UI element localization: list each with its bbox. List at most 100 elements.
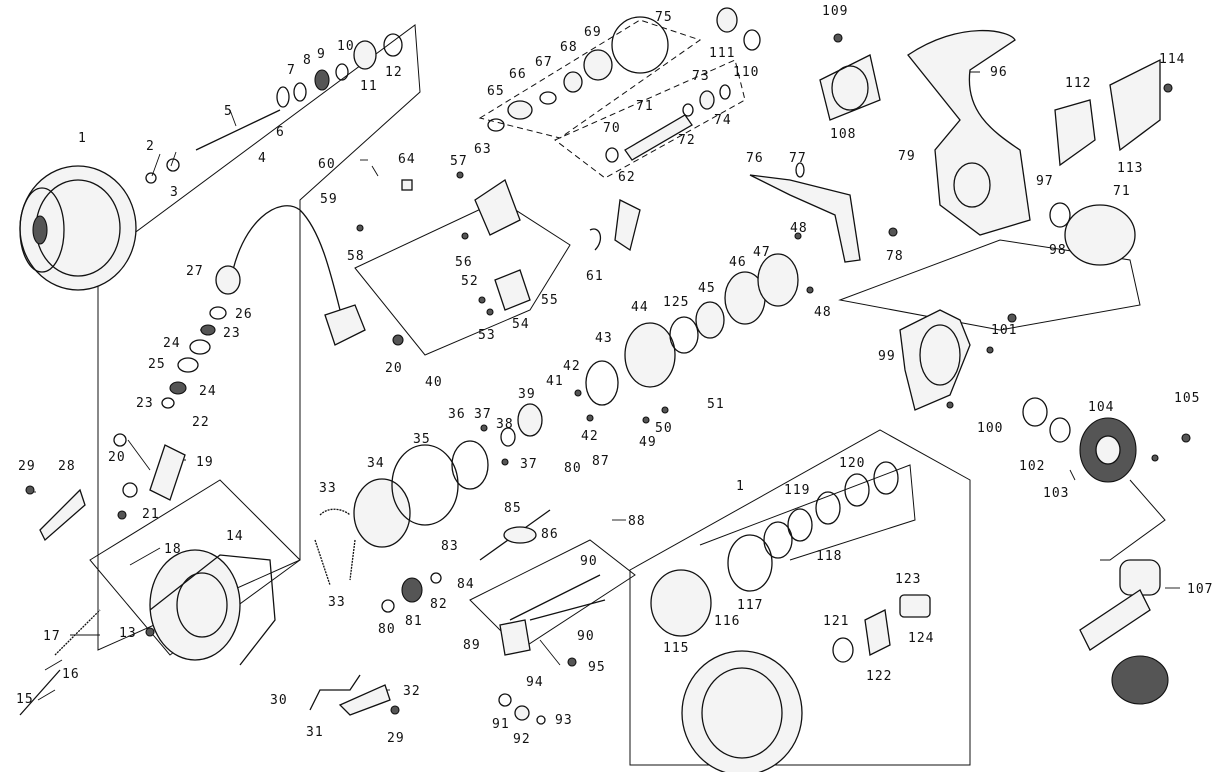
part-number-label: 103 xyxy=(1043,486,1069,501)
spare-spool-group-box xyxy=(629,429,971,766)
part-number-label: 34 xyxy=(367,456,385,471)
part-number-label: 108 xyxy=(830,127,856,142)
part-number-label: 115 xyxy=(663,641,689,656)
part-number-label: 35 xyxy=(413,432,431,447)
part-number-label: 20 xyxy=(385,361,403,376)
part-number-label: 33 xyxy=(319,481,337,496)
part-number-label: 76 xyxy=(746,151,764,166)
part-number-label: 58 xyxy=(347,249,365,264)
part-number-label: 59 xyxy=(320,192,338,207)
part-number-label: 11 xyxy=(360,79,378,94)
part-number-label: 45 xyxy=(698,281,716,296)
part-number-label: 110 xyxy=(733,65,759,80)
part-number-label: 90 xyxy=(580,554,598,569)
part-number-label: 21 xyxy=(142,507,160,522)
oscillation-parts xyxy=(401,179,641,311)
part-number-label: 5 xyxy=(224,104,233,119)
part-number-label: 82 xyxy=(430,597,448,612)
anti-reverse-parts xyxy=(749,162,861,263)
part-number-label: 7 xyxy=(287,63,296,78)
part-number-label: 121 xyxy=(823,614,849,629)
part-number-label: 100 xyxy=(977,421,1003,436)
screws xyxy=(25,33,1191,715)
part-number-label: 116 xyxy=(714,614,740,629)
part-number-label: 43 xyxy=(595,331,613,346)
part-number-label: 71 xyxy=(1113,184,1131,199)
spare-spool-lines xyxy=(699,464,916,561)
part-number-label: 28 xyxy=(58,459,76,474)
part-number-label: 112 xyxy=(1065,76,1091,91)
part-number-label: 23 xyxy=(223,326,241,341)
part-number-label: 1 xyxy=(78,131,87,146)
part-number-label: 83 xyxy=(441,539,459,554)
pinion-shaft xyxy=(381,509,551,613)
part-number-label: 1 xyxy=(736,479,745,494)
part-number-label: 60 xyxy=(318,157,336,172)
bail-arm-lever xyxy=(113,433,186,501)
part-number-label: 117 xyxy=(737,598,763,613)
part-number-label: 53 xyxy=(478,328,496,343)
part-number-label: 80 xyxy=(564,461,582,476)
part-number-label: 98 xyxy=(1049,243,1067,258)
main-gear-side xyxy=(500,253,799,447)
part-number-label: 73 xyxy=(692,69,710,84)
part-number-label: 3 xyxy=(170,185,179,200)
part-number-label: 87 xyxy=(592,454,610,469)
bail-spring xyxy=(19,609,101,716)
part-number-label: 80 xyxy=(378,622,396,637)
part-number-label: 81 xyxy=(405,614,423,629)
part-number-label: 14 xyxy=(226,529,244,544)
rotor-top-parts xyxy=(487,16,669,132)
spare-spool xyxy=(650,461,931,772)
part-number-label: 105 xyxy=(1174,391,1200,406)
part-number-label: 30 xyxy=(270,693,288,708)
part-number-label: 24 xyxy=(199,384,217,399)
part-number-label: 18 xyxy=(164,542,182,557)
part-number-label: 36 xyxy=(448,407,466,422)
part-number-label: 27 xyxy=(186,264,204,279)
part-number-label: 70 xyxy=(603,121,621,136)
part-number-label: 123 xyxy=(895,572,921,587)
part-number-label: 66 xyxy=(509,67,527,82)
part-number-label: 37 xyxy=(474,407,492,422)
part-number-label: 114 xyxy=(1159,52,1185,67)
part-number-label: 4 xyxy=(258,151,267,166)
part-number-label: 26 xyxy=(235,307,253,322)
part-number-label: 97 xyxy=(1036,174,1054,189)
part-number-label: 16 xyxy=(62,667,80,682)
spool-shaft-group-box xyxy=(97,24,421,651)
part-number-label: 67 xyxy=(535,55,553,70)
part-number-label: 72 xyxy=(678,133,696,148)
part-number-label: 122 xyxy=(866,669,892,684)
part-number-label: 75 xyxy=(655,10,673,25)
part-number-label: 119 xyxy=(784,483,810,498)
part-number-label: 42 xyxy=(581,429,599,444)
part-number-label: 101 xyxy=(991,323,1017,338)
part-number-label: 2 xyxy=(146,139,155,154)
part-number-label: 57 xyxy=(450,154,468,169)
part-number-label: 48 xyxy=(790,221,808,236)
part-number-label: 22 xyxy=(192,415,210,430)
part-number-label: 37 xyxy=(520,457,538,472)
handle-side-group-box xyxy=(838,239,1141,331)
part-number-label: 104 xyxy=(1088,400,1114,415)
part-number-label: 68 xyxy=(560,40,578,55)
part-number-label: 12 xyxy=(385,65,403,80)
rotor xyxy=(149,549,276,666)
pinion-gear-dashed-box xyxy=(554,59,746,179)
part-number-label: 17 xyxy=(43,629,61,644)
part-number-label: 49 xyxy=(639,435,657,450)
part-number-label: 23 xyxy=(136,396,154,411)
spool xyxy=(19,165,137,291)
part-number-label: 10 xyxy=(337,39,355,54)
part-number-label: 69 xyxy=(584,25,602,40)
part-number-label: 77 xyxy=(789,151,807,166)
part-number-label: 107 xyxy=(1187,582,1213,597)
part-number-label: 113 xyxy=(1117,161,1143,176)
part-number-label: 32 xyxy=(403,684,421,699)
handle xyxy=(1079,559,1169,705)
spool-shaft xyxy=(145,109,281,184)
part-number-label: 79 xyxy=(898,149,916,164)
